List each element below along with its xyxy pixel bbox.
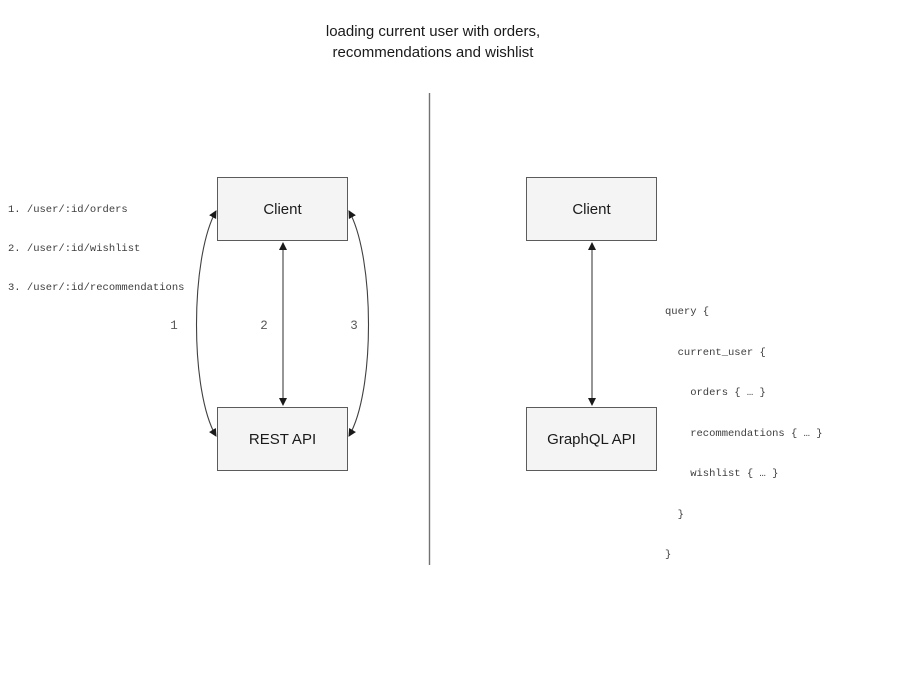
rest-api-box: REST API xyxy=(217,407,348,471)
rest-api-label: REST API xyxy=(248,430,317,448)
graphql-query-snippet: query { current_user { orders { … } reco… xyxy=(665,279,823,590)
graphql-query-line: } xyxy=(665,549,672,561)
graphql-query-line: query { xyxy=(665,306,710,318)
graphql-api-box: GraphQL API xyxy=(526,407,657,471)
rest-endpoint-list: 1. /user/:id/orders 2. /user/:id/wishlis… xyxy=(8,178,184,321)
rest-call-1-arrow xyxy=(195,210,217,437)
graphql-query-line: orders { … } xyxy=(665,387,766,399)
rest-client-label: Client xyxy=(263,200,302,218)
rest-call-1-label: 1 xyxy=(170,319,178,333)
diagram-title: loading current user with orders, recomm… xyxy=(183,21,683,63)
rest-endpoint-recommendations: 3. /user/:id/recommendations xyxy=(8,282,185,294)
rest-call-2-label: 2 xyxy=(260,319,268,333)
graphql-query-line: } xyxy=(665,508,684,521)
graphql-api-label: GraphQL API xyxy=(547,430,636,448)
graphql-query-line: current_user { xyxy=(665,346,766,359)
graphql-query-line: wishlist { … } xyxy=(665,468,779,480)
rest-call-3-label: 3 xyxy=(350,319,358,333)
diagram-title-line2: recommendations and wishlist xyxy=(332,44,534,61)
rest-endpoint-orders: 1. /user/:id/orders xyxy=(8,204,128,216)
graphql-client-box: Client xyxy=(526,177,657,241)
diagram-title-line1: loading current user with orders, xyxy=(325,23,541,40)
rest-endpoint-wishlist: 2. /user/:id/wishlist xyxy=(8,243,141,255)
graphql-query-line: recommendations { … } xyxy=(665,427,823,440)
rest-client-box: Client xyxy=(217,177,348,241)
graphql-client-label: Client xyxy=(572,200,611,218)
